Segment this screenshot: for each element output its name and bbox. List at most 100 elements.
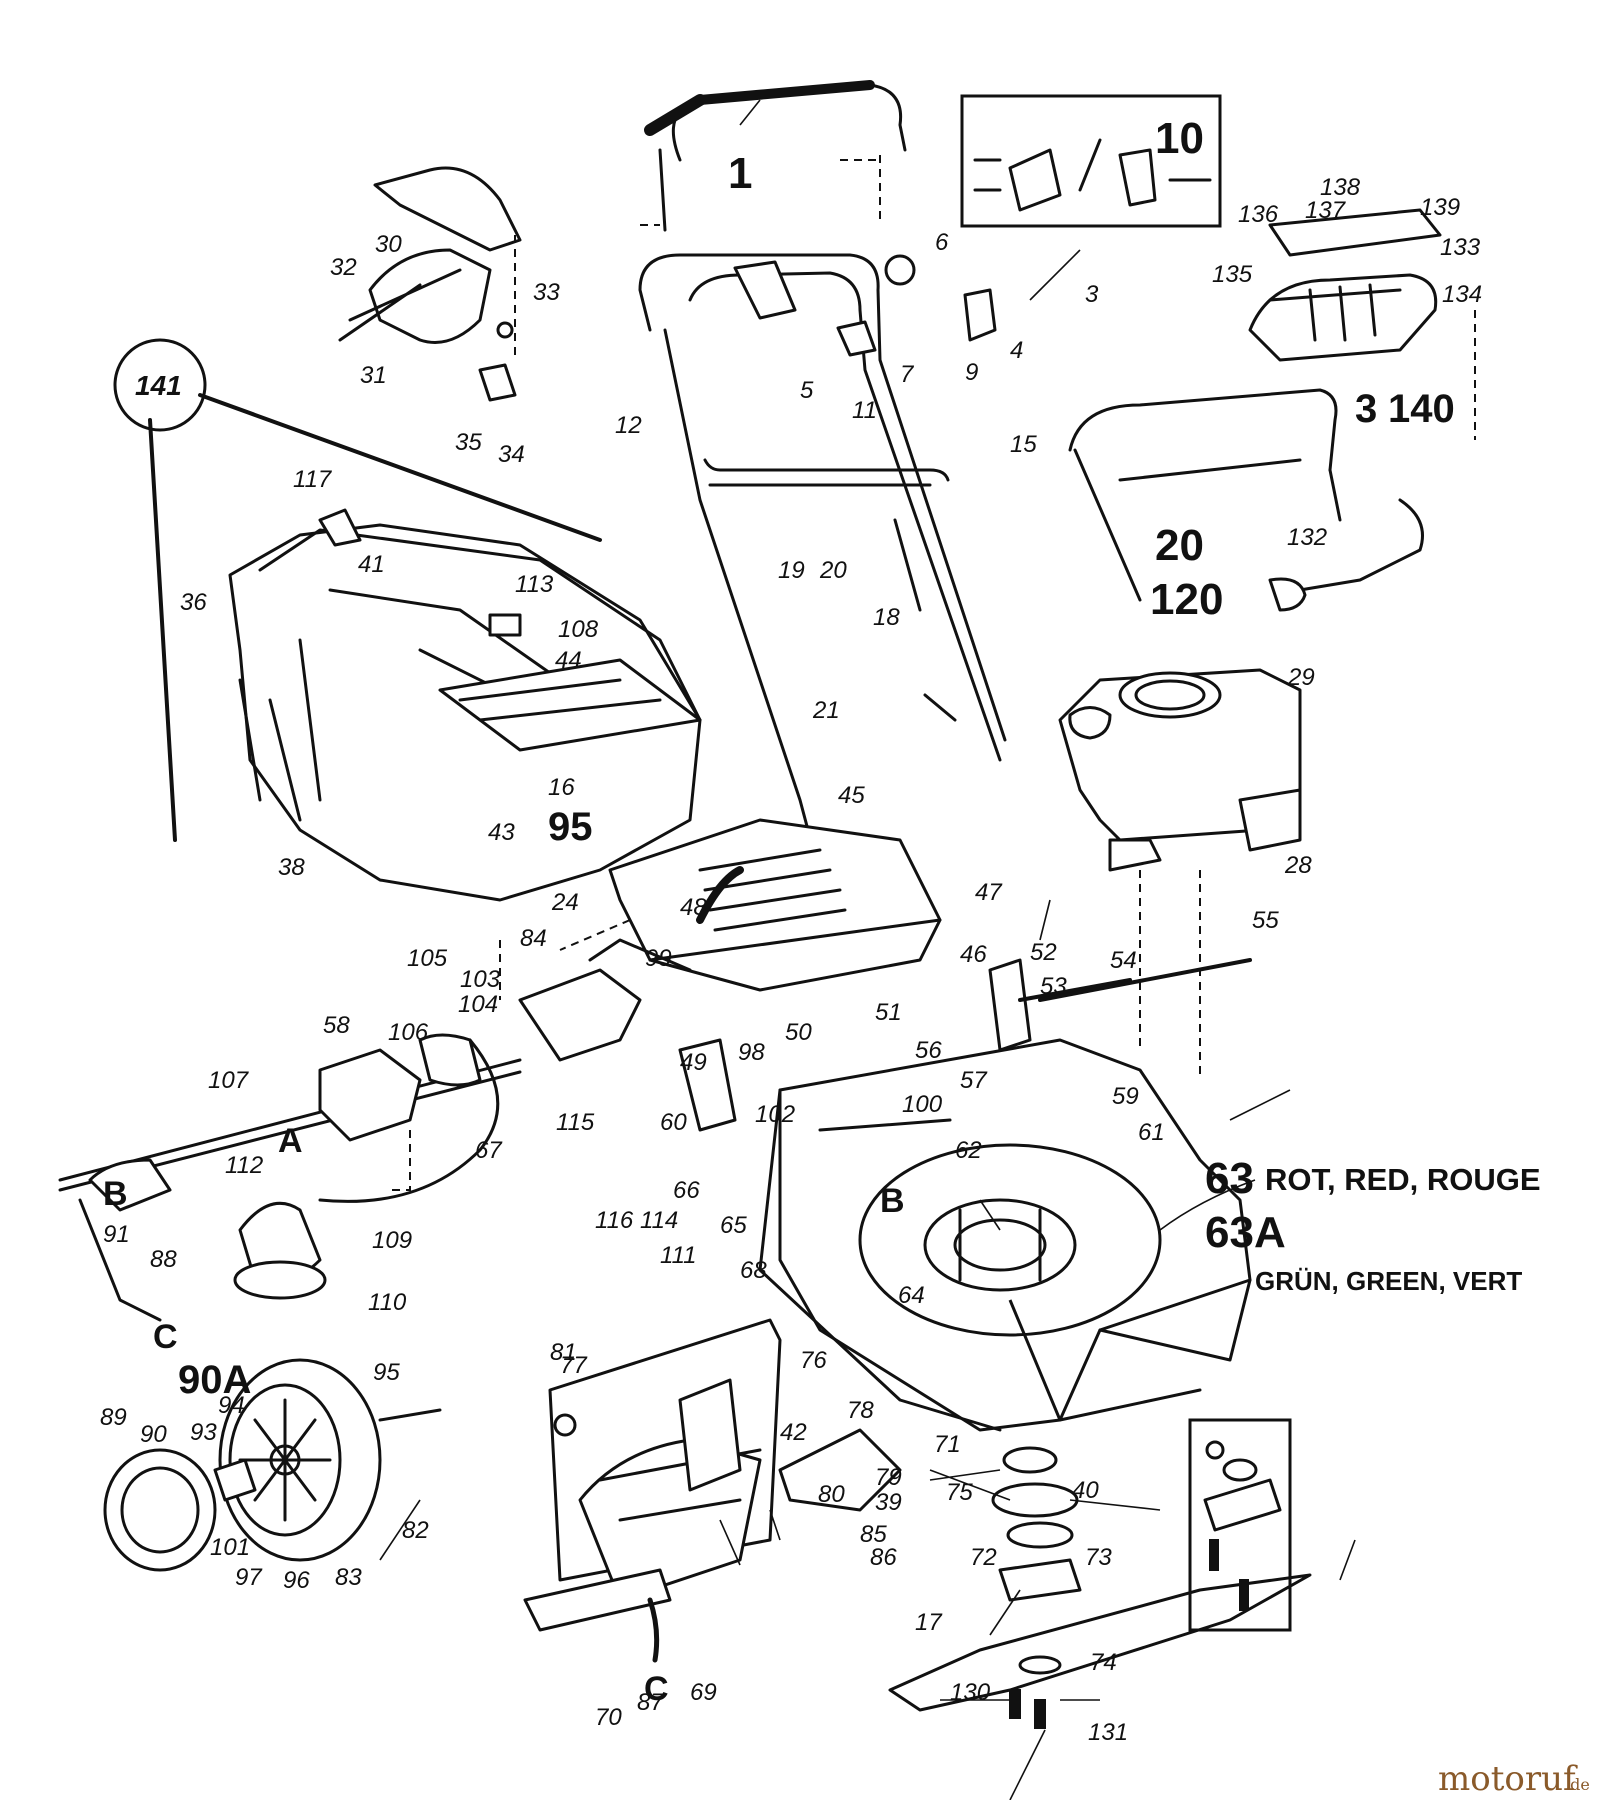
part-label-79: 79 (875, 1464, 902, 1491)
detail-box-75 (1188, 1418, 1292, 1632)
part-label-24: 24 (551, 889, 579, 916)
callout-10: 10 (1155, 114, 1204, 163)
callout-120: 120 (1150, 575, 1223, 624)
rear-deflector (559, 818, 942, 992)
part-label-115: 115 (556, 1109, 595, 1136)
throttle-control (338, 166, 522, 402)
letter-b-deck: B (880, 1182, 905, 1220)
part-label-51: 51 (875, 999, 902, 1026)
part-label-81: 81 (550, 1339, 577, 1366)
part-label-133: 133 (1440, 234, 1481, 261)
part-label-102: 102 (755, 1101, 795, 1128)
rear-wheel (103, 1358, 442, 1572)
part-label-107: 107 (208, 1067, 250, 1094)
part-label-4: 4 (1010, 337, 1023, 364)
bold-callouts: 1 10 3 140 20 120 95 63 63A 90A ROT, RED… (103, 114, 1541, 1708)
part-label-85: 85 (860, 1521, 887, 1548)
callout-20: 20 (1155, 521, 1204, 570)
part-label-32: 32 (330, 254, 357, 281)
part-label-83: 83 (335, 1564, 362, 1591)
callout-1: 1 (728, 149, 752, 198)
callout-63: 63 (1205, 1154, 1254, 1203)
part-label-48: 48 (680, 894, 707, 921)
part-label-87: 87 (637, 1689, 665, 1716)
part-label-78: 78 (847, 1397, 874, 1424)
part-label-31: 31 (360, 362, 387, 389)
part-label-132: 132 (1287, 524, 1327, 551)
badge-141-label: 141 (135, 370, 182, 401)
watermark: motoruf .de (1438, 1759, 1590, 1799)
part-label-42: 42 (780, 1419, 807, 1446)
letter-c-bottom: C (644, 1670, 669, 1708)
part-label-43: 43 (488, 819, 515, 846)
part-label-136: 136 (1238, 201, 1279, 228)
letter-c-left: C (153, 1318, 178, 1356)
part-label-84: 84 (520, 925, 547, 952)
part-label-59: 59 (1112, 1083, 1139, 1110)
part-label-95: 95 (373, 1359, 400, 1386)
part-label-94: 94 (218, 1392, 245, 1419)
part-label-75: 75 (946, 1479, 973, 1506)
part-label-96: 96 (283, 1567, 310, 1594)
part-label-64: 64 (898, 1282, 925, 1309)
part-label-100: 100 (902, 1091, 943, 1118)
part-label-98: 98 (738, 1039, 765, 1066)
part-label-49: 49 (680, 1049, 707, 1076)
part-label-72: 72 (970, 1544, 997, 1571)
part-label-3: 3 (1085, 281, 1099, 308)
part-label-41: 41 (358, 551, 385, 578)
mower-deck (758, 958, 1252, 1432)
part-label-15: 15 (1010, 431, 1037, 458)
blade-assembly (888, 1446, 1312, 1729)
detail-box-10 (960, 94, 1222, 228)
part-label-19: 19 (778, 557, 805, 584)
part-label-101: 101 (210, 1534, 250, 1561)
part-label-131: 131 (1088, 1719, 1128, 1746)
part-label-77: 77 (560, 1352, 588, 1379)
callout-63a: 63A (1205, 1208, 1286, 1257)
part-label-46: 46 (960, 941, 987, 968)
part-label-47: 47 (975, 879, 1003, 906)
part-label-45: 45 (838, 782, 865, 809)
part-label-6: 6 (935, 229, 949, 256)
part-label-44: 44 (555, 647, 582, 674)
part-label-20: 20 (819, 557, 847, 584)
part-label-116: 116 (595, 1207, 634, 1234)
part-label-130: 130 (950, 1679, 991, 1706)
part-label-36: 36 (180, 589, 207, 616)
bag-handle-assembly (1068, 208, 1476, 612)
part-label-52: 52 (1030, 939, 1057, 966)
part-label-34: 34 (498, 441, 525, 468)
callout-90a: 90A (178, 1358, 251, 1402)
part-label-93: 93 (190, 1419, 217, 1446)
part-label-40: 40 (1072, 1477, 1099, 1504)
watermark-logo: motoruf (1438, 1759, 1578, 1799)
part-label-56: 56 (915, 1037, 942, 1064)
part-label-38: 38 (278, 854, 305, 881)
part-label-29: 29 (1287, 664, 1315, 691)
part-label-80: 80 (818, 1481, 845, 1508)
part-label-67: 67 (475, 1137, 503, 1164)
part-label-28: 28 (1284, 852, 1312, 879)
callout-95: 95 (548, 805, 593, 849)
part-label-105: 105 (407, 945, 448, 972)
watermark-suffix: .de (1565, 1775, 1590, 1794)
letter-b-left: B (103, 1175, 128, 1213)
letter-a: A (278, 1122, 303, 1160)
part-label-99: 99 (645, 945, 672, 972)
handle-assembly (638, 80, 1007, 832)
part-label-16: 16 (548, 774, 575, 801)
part-label-54: 54 (1110, 947, 1137, 974)
color-note-green: GRÜN, GREEN, VERT (1255, 1266, 1522, 1296)
part-label-61: 61 (1138, 1119, 1165, 1146)
discharge-chute (523, 1318, 902, 1663)
part-label-50: 50 (785, 1019, 812, 1046)
part-label-110: 110 (368, 1289, 407, 1316)
part-label-21: 21 (812, 697, 840, 724)
part-label-90: 90 (140, 1421, 167, 1448)
badge-141-shape (113, 338, 602, 842)
part-label-33: 33 (533, 279, 560, 306)
part-label-69: 69 (690, 1679, 717, 1706)
